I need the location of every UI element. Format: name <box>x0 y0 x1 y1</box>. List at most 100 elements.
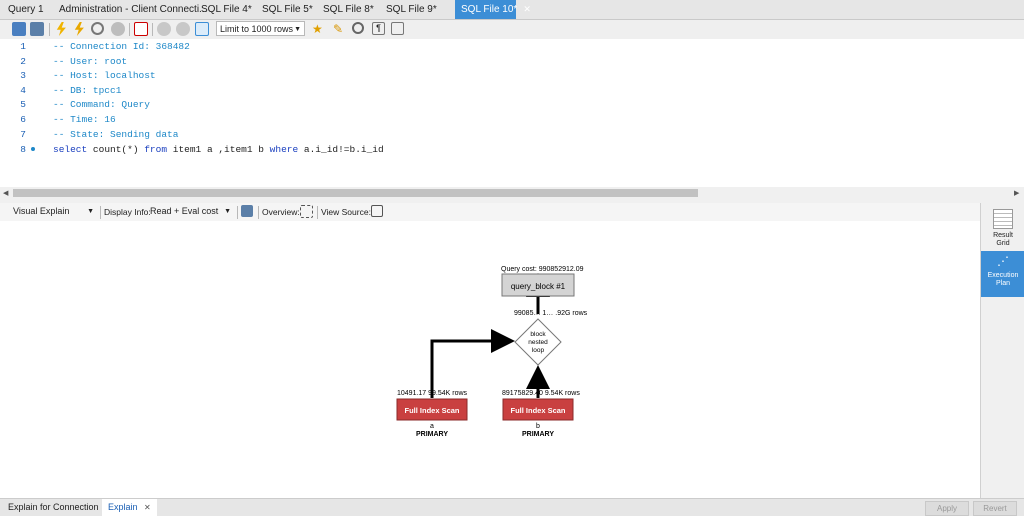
explain-mode-value: Visual Explain <box>13 206 70 216</box>
tab-bar: Query 1 Administration - Client Connecti… <box>0 0 1024 20</box>
current-statement-marker-icon <box>31 147 35 151</box>
divider <box>129 23 130 36</box>
line-number: 2 <box>20 56 26 67</box>
keyword: from <box>144 144 168 155</box>
scroll-left-icon[interactable]: ◀ <box>3 190 9 197</box>
visual-explain-canvas[interactable]: Query cost: 990852912.09 query_block #1 … <box>0 221 980 498</box>
autocommit-icon[interactable] <box>195 22 209 36</box>
line-number: 7 <box>20 129 26 140</box>
apply-button[interactable]: Apply <box>925 501 969 516</box>
view-source-icon[interactable] <box>371 205 383 217</box>
code-line: -- Connection Id: 368482 <box>53 41 190 52</box>
divider <box>100 206 101 219</box>
divider <box>237 206 238 219</box>
scroll-right-icon[interactable]: ▶ <box>1014 190 1020 197</box>
find-icon[interactable] <box>352 22 364 34</box>
tab-explain-label: Explain <box>108 502 138 512</box>
invisible-chars-icon[interactable]: ¶ <box>372 22 385 35</box>
code-line: select count(*) from item1 a ,item1 b wh… <box>53 144 384 155</box>
snippet-icon[interactable]: ✎ <box>333 22 344 36</box>
beautify-icon[interactable]: ★ <box>312 22 323 36</box>
overview-label: Overview: <box>262 207 300 217</box>
keyword: select <box>53 144 88 155</box>
nested-loop-label: loop <box>532 347 545 354</box>
result-grid-button[interactable]: Result Grid <box>981 207 1024 249</box>
save-icon[interactable] <box>30 22 44 36</box>
scan-a-table: a <box>430 423 434 430</box>
code-line: -- User: root <box>53 56 128 67</box>
scrollbar-thumb[interactable] <box>13 189 698 197</box>
query-block-node[interactable] <box>501 273 575 297</box>
execution-plan-button[interactable]: ⋰ Execution Plan <box>981 251 1024 297</box>
display-info-select[interactable]: Read + Eval cost▼ <box>147 204 234 219</box>
scan-b-label: Full Index Scan <box>510 406 565 415</box>
save-icon[interactable] <box>241 205 253 217</box>
bottom-tab-bar: Explain for Connection Explain ✕ Apply R… <box>0 498 1024 516</box>
tab-explain-for-connection[interactable]: Explain for Connection <box>8 502 99 512</box>
sql-toolbar: Limit to 1000 rows▼ ★ ✎ ¶ <box>0 20 1024 40</box>
code-text: item1 a ,item1 b <box>167 144 270 155</box>
query-block-label: query_block #1 <box>511 282 566 291</box>
result-side-panel: Result Grid ⋰ Execution Plan <box>980 203 1024 498</box>
line-number: 8 <box>20 144 26 155</box>
sql-editor[interactable]: 1 -- Connection Id: 368482 2 -- User: ro… <box>0 39 1024 187</box>
divider <box>152 23 153 36</box>
execute-icon[interactable] <box>56 22 66 36</box>
chevron-down-icon: ▼ <box>294 26 301 33</box>
execute-current-icon[interactable] <box>74 22 84 36</box>
open-file-icon[interactable] <box>12 22 26 36</box>
close-icon[interactable]: ✕ <box>144 503 151 512</box>
scan-b-key: PRIMARY <box>522 431 554 438</box>
stop-icon[interactable] <box>111 22 125 36</box>
code-line: -- Time: 16 <box>53 114 116 125</box>
tab-sql-file-4[interactable]: SQL File 4* <box>201 4 252 15</box>
code-line: -- Command: Query <box>53 99 150 110</box>
explain-diagram: Query cost: 990852912.09 query_block #1 … <box>396 266 588 438</box>
scan-b-stats: 89175829.40 9.54K rows <box>502 390 580 397</box>
edge-scan-a-to-join <box>430 329 515 398</box>
tab-explain[interactable]: Explain ✕ <box>102 499 157 516</box>
line-number: 3 <box>20 70 26 81</box>
line-number: 5 <box>20 99 26 110</box>
close-icon[interactable]: ✕ <box>523 4 531 14</box>
scan-b-table: b <box>536 423 540 430</box>
tab-sql-file-10[interactable]: SQL File 10* ✕ <box>455 0 531 19</box>
nested-loop-stats: 99085… 1… .92G rows <box>514 310 588 317</box>
wrap-lines-icon[interactable] <box>391 22 404 35</box>
code-line: -- Host: localhost <box>53 70 156 81</box>
query-cost-label: Query cost: 990852912.09 <box>501 266 584 273</box>
tab-sql-file-5[interactable]: SQL File 5* <box>262 4 313 15</box>
divider <box>49 23 50 36</box>
commit-icon[interactable] <box>157 22 171 36</box>
tab-query-1[interactable]: Query 1 <box>8 4 44 15</box>
tab-sql-file-9[interactable]: SQL File 9* <box>386 4 437 15</box>
code-line: -- DB: tpcc1 <box>53 85 122 96</box>
rollback-icon[interactable] <box>176 22 190 36</box>
limit-rows-select[interactable]: Limit to 1000 rows▼ <box>216 21 305 36</box>
tab-administration[interactable]: Administration - Client Connecti... <box>59 4 208 15</box>
display-info-label: Display Info: <box>104 207 151 217</box>
tab-sql-file-8[interactable]: SQL File 8* <box>323 4 374 15</box>
code-text: count(*) <box>87 144 145 155</box>
scan-a-node[interactable] <box>396 398 468 421</box>
tab-label: SQL File 10* <box>461 4 518 15</box>
view-source-label: View Source: <box>321 207 371 217</box>
chevron-down-icon: ▼ <box>87 208 94 215</box>
result-grid-label: Grid <box>996 240 1010 247</box>
scan-b-node[interactable] <box>502 398 574 421</box>
line-number: 4 <box>20 85 26 96</box>
line-number: 6 <box>20 114 26 125</box>
divider <box>258 206 259 219</box>
toggle-error-icon[interactable] <box>134 22 148 36</box>
explain-mode-select[interactable]: Visual Explain ▼ <box>10 204 97 219</box>
execution-plan-label: Plan <box>995 280 1010 287</box>
nested-loop-node[interactable] <box>514 318 562 366</box>
code-line: -- State: Sending data <box>53 129 179 140</box>
limit-rows-value: Limit to 1000 rows <box>220 24 294 34</box>
grid-icon <box>993 209 1013 229</box>
keyword: where <box>269 144 299 155</box>
overview-icon[interactable] <box>300 205 313 218</box>
explain-icon[interactable] <box>91 22 104 35</box>
revert-button[interactable]: Revert <box>973 501 1017 516</box>
execution-plan-icon: ⋰ <box>997 254 1009 268</box>
